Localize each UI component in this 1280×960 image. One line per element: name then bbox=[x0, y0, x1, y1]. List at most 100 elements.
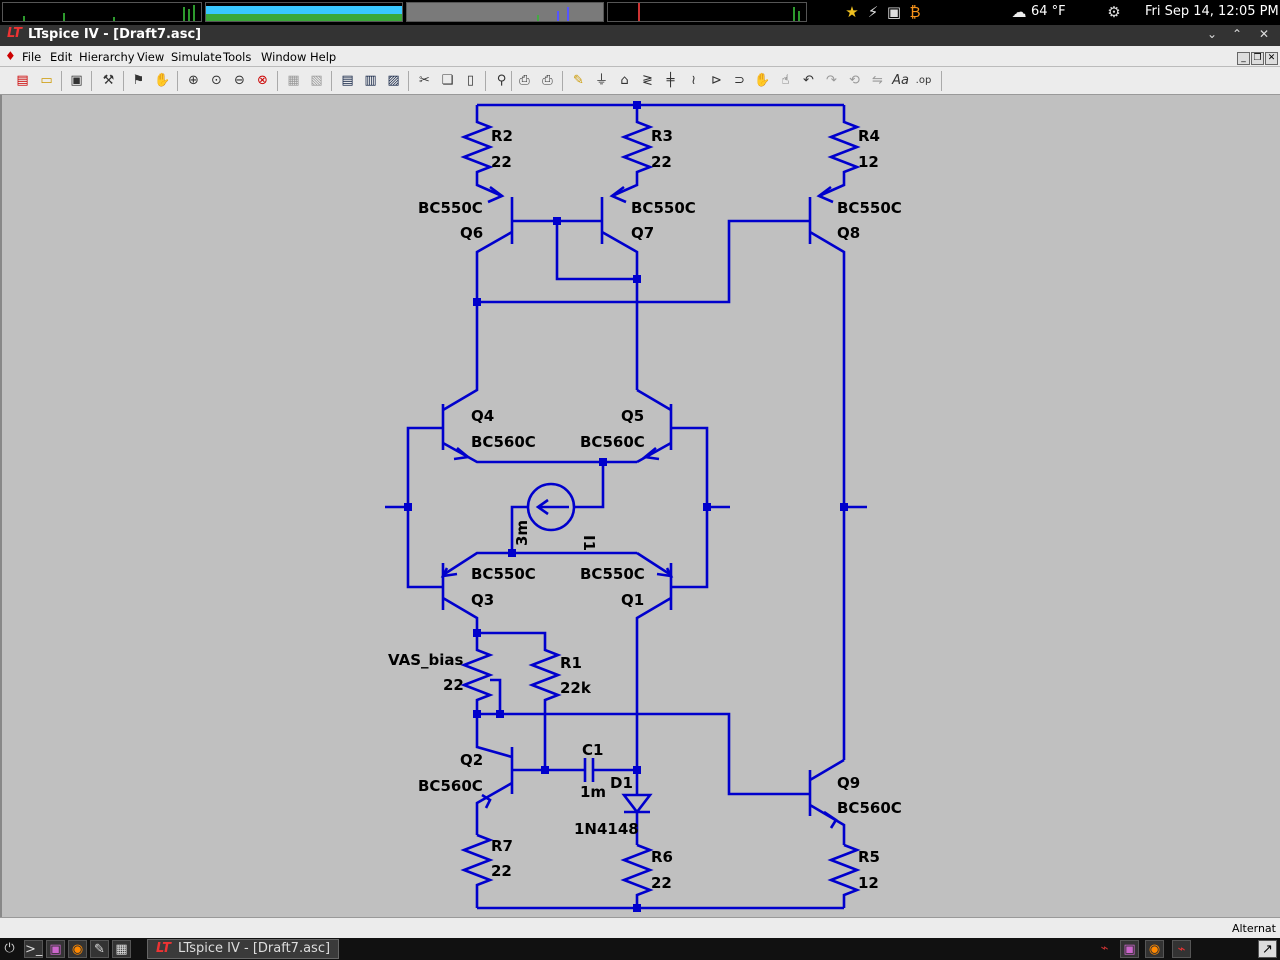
menu-edit[interactable]: Edit bbox=[50, 50, 73, 64]
zoom-out-icon[interactable]: ⊖ bbox=[234, 73, 245, 88]
firefox-tray-icon[interactable]: ◉ bbox=[1145, 940, 1164, 958]
q3-model-label[interactable]: BC550C bbox=[471, 565, 536, 583]
show-desktop-icon[interactable]: ↗ bbox=[1258, 940, 1277, 958]
screen-tray-icon[interactable]: ▣ bbox=[1120, 940, 1139, 958]
ground-icon[interactable]: ⏚ bbox=[594, 73, 608, 88]
zoom-in-icon[interactable]: ⊕ bbox=[188, 73, 199, 88]
tile-icon[interactable]: ▦ bbox=[287, 73, 300, 88]
zoom-fit-icon[interactable]: ⊗ bbox=[257, 73, 268, 88]
r3-value-label[interactable]: 22 bbox=[651, 153, 672, 171]
halt-hand-icon[interactable]: ✋ bbox=[154, 73, 171, 88]
text-icon[interactable]: Aa bbox=[892, 73, 909, 88]
r1-value-label[interactable]: 22k bbox=[560, 679, 592, 697]
mdi-close-icon[interactable]: ✕ bbox=[1265, 52, 1278, 65]
c1-value-label[interactable]: 1m bbox=[580, 783, 606, 801]
menu-simulate[interactable]: Simulate bbox=[171, 50, 222, 64]
pan-icon[interactable]: ⊙ bbox=[211, 73, 222, 88]
open-folder-icon[interactable]: ▭ bbox=[40, 73, 53, 88]
terminal-icon[interactable]: >_ bbox=[24, 940, 43, 958]
tile-vertical-icon[interactable]: ▥ bbox=[364, 73, 377, 88]
r3-name-label[interactable]: R3 bbox=[651, 127, 673, 145]
q9-model-label[interactable]: BC560C bbox=[837, 799, 902, 817]
d1-model-label[interactable]: 1N4148 bbox=[574, 820, 639, 838]
drag-hand-icon[interactable]: ☝ bbox=[781, 73, 790, 88]
component-icon[interactable]: ⊃ bbox=[734, 73, 745, 88]
copy-icon[interactable]: ❏ bbox=[441, 73, 454, 88]
calculator-icon[interactable]: ▦ bbox=[112, 940, 131, 958]
menu-help[interactable]: Help bbox=[310, 50, 337, 64]
q8-model-label[interactable]: BC550C bbox=[837, 199, 902, 217]
r6-value-label[interactable]: 22 bbox=[651, 874, 672, 892]
text-editor-icon[interactable]: ✎ bbox=[90, 940, 109, 958]
r2-value-label[interactable]: 22 bbox=[491, 153, 512, 171]
task-ltspice[interactable]: LT LTspice IV - [Draft7.asc] bbox=[147, 939, 339, 959]
r2-name-label[interactable]: R2 bbox=[491, 127, 513, 145]
q9-name-label[interactable]: Q9 bbox=[837, 774, 860, 792]
q1-model-label[interactable]: BC550C bbox=[580, 565, 645, 583]
settings-gear-icon[interactable]: ⚙ bbox=[1107, 3, 1121, 21]
q5-name-label[interactable]: Q5 bbox=[621, 407, 644, 425]
mdi-minimize-icon[interactable]: _ bbox=[1237, 52, 1250, 65]
menu-file[interactable]: File bbox=[22, 50, 42, 64]
r5-name-label[interactable]: R5 bbox=[858, 848, 880, 866]
power-menu-icon[interactable]: ⏻ bbox=[0, 940, 19, 958]
control-panel-hammer-icon[interactable]: ⚒ bbox=[102, 73, 115, 88]
firefox-icon[interactable]: ◉ bbox=[68, 940, 87, 958]
close-window-icon[interactable]: ✕ bbox=[1258, 27, 1270, 41]
diode-icon[interactable]: ⊳ bbox=[711, 73, 722, 88]
redo-icon[interactable]: ↷ bbox=[826, 73, 837, 88]
vas-bias-name-label[interactable]: VAS_bias bbox=[388, 651, 464, 669]
q2-model-label[interactable]: BC560C bbox=[418, 777, 483, 795]
r4-value-label[interactable]: 12 bbox=[858, 153, 879, 171]
q6-name-label[interactable]: Q6 bbox=[460, 224, 483, 242]
schematic-drawing[interactable]: R2 22 R3 22 R4 12 BC550C Q6 BC550C Q7 BC… bbox=[2, 95, 1280, 917]
q4-name-label[interactable]: Q4 bbox=[471, 407, 494, 425]
q4-model-label[interactable]: BC560C bbox=[471, 433, 536, 451]
r1-name-label[interactable]: R1 bbox=[560, 654, 582, 672]
menu-window[interactable]: Window bbox=[261, 50, 307, 64]
d1-name-label[interactable]: D1 bbox=[610, 774, 633, 792]
close-all-icon[interactable]: ▨ bbox=[387, 73, 400, 88]
ltspice-tray-icon[interactable]: ⌁ bbox=[1095, 940, 1114, 958]
vas-bias-value-label[interactable]: 22 bbox=[443, 676, 464, 694]
document-icon[interactable]: ♦ bbox=[5, 49, 16, 63]
q6-model-label[interactable]: BC550C bbox=[418, 199, 483, 217]
schematic-canvas[interactable]: R2 22 R3 22 R4 12 BC550C Q6 BC550C Q7 BC… bbox=[0, 95, 1280, 917]
menu-view[interactable]: View bbox=[137, 50, 165, 64]
q5-model-label[interactable]: BC560C bbox=[580, 433, 645, 451]
mirror-icon[interactable]: ⇋ bbox=[872, 73, 883, 88]
weather-temperature[interactable]: 64 °F bbox=[1031, 4, 1066, 19]
find-icon[interactable]: ⚲ bbox=[496, 73, 507, 88]
paste-icon[interactable]: ▯ bbox=[466, 73, 475, 88]
mdi-restore-icon[interactable]: ❐ bbox=[1251, 52, 1264, 65]
ltspice-active-tray-icon[interactable]: ⌁ bbox=[1172, 940, 1191, 958]
run-icon[interactable]: ⚑ bbox=[132, 73, 145, 88]
inductor-icon[interactable]: ≀ bbox=[691, 73, 696, 88]
r6-name-label[interactable]: R6 bbox=[651, 848, 673, 866]
window-title-bar[interactable]: LT LTspice IV - [Draft7.asc] ⌄ ⌃ ✕ bbox=[0, 25, 1280, 46]
q7-name-label[interactable]: Q7 bbox=[631, 224, 654, 242]
resistor-icon[interactable]: ≷ bbox=[642, 73, 653, 88]
r7-name-label[interactable]: R7 bbox=[491, 837, 513, 855]
screen-icon[interactable]: ▣ bbox=[46, 940, 65, 958]
cut-icon[interactable]: ✂ bbox=[419, 73, 430, 88]
move-hand-icon[interactable]: ✋ bbox=[754, 73, 771, 88]
spice-directive-icon[interactable]: .op bbox=[915, 75, 932, 86]
q7-model-label[interactable]: BC550C bbox=[631, 199, 696, 217]
maximize-chevron-icon[interactable]: ⌃ bbox=[1231, 27, 1243, 41]
print-setup-icon[interactable]: ⎙ bbox=[519, 73, 530, 88]
menu-tools[interactable]: Tools bbox=[223, 50, 252, 64]
capacitor-icon[interactable]: ╪ bbox=[666, 73, 675, 88]
save-icon[interactable]: ▣ bbox=[70, 73, 83, 88]
label-net-icon[interactable]: ⌂ bbox=[620, 73, 629, 88]
c1-name-label[interactable]: C1 bbox=[582, 741, 603, 759]
bitcoin-icon[interactable]: ₿ bbox=[909, 3, 921, 21]
undo-icon[interactable]: ↶ bbox=[803, 73, 814, 88]
new-schematic-icon[interactable]: ▤ bbox=[16, 73, 29, 88]
r7-value-label[interactable]: 22 bbox=[491, 862, 512, 880]
star-icon[interactable]: ★ bbox=[845, 3, 859, 21]
i1-name-label[interactable]: I1 bbox=[580, 535, 598, 551]
display-icon[interactable]: ▣ bbox=[886, 3, 902, 21]
q1-name-label[interactable]: Q1 bbox=[621, 591, 644, 609]
clock[interactable]: Fri Sep 14, 12:05 PM bbox=[1145, 4, 1279, 19]
